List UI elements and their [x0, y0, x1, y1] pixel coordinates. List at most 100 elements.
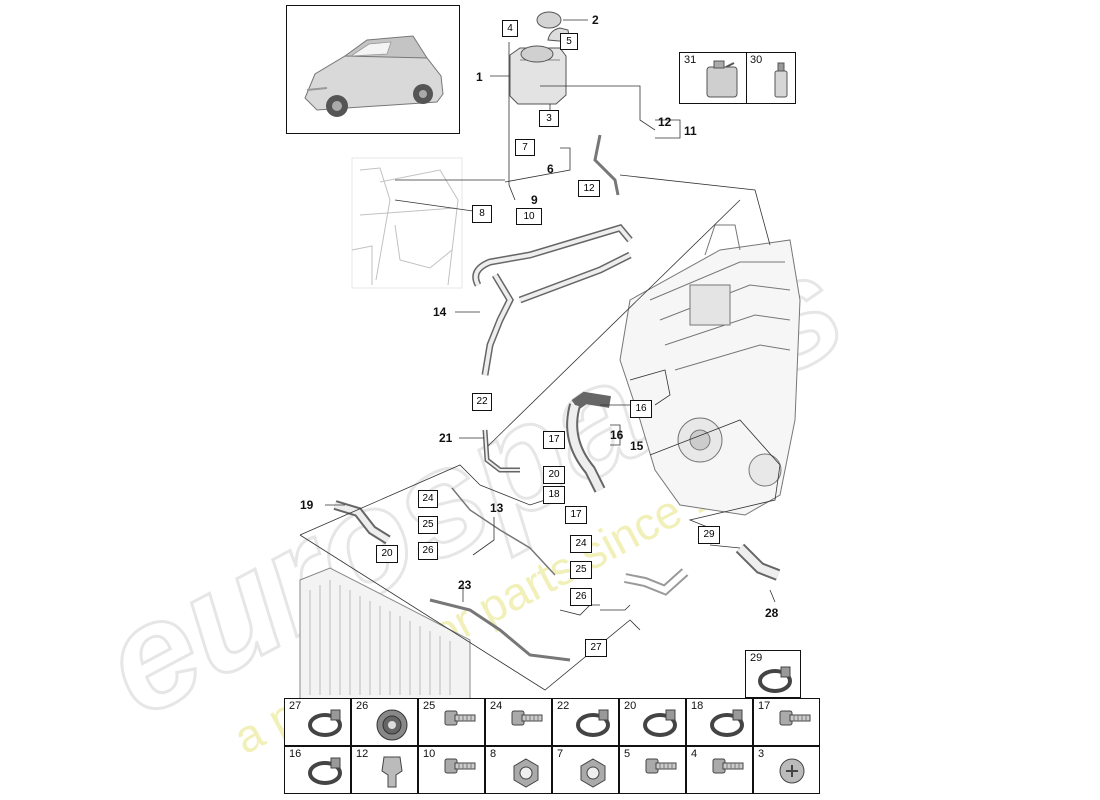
bolt-icon: [779, 710, 811, 726]
callout-13: 13: [490, 501, 504, 515]
boxed-callout-7[interactable]: 7: [515, 139, 535, 156]
part-number: 26: [356, 700, 369, 712]
boxed-callout-22[interactable]: 22: [472, 393, 492, 411]
part-number: 10: [423, 748, 436, 760]
part-cell-5[interactable]: 5: [619, 746, 686, 794]
boxed-callout-16[interactable]: 16: [630, 400, 652, 418]
part-cell-8[interactable]: 8: [485, 746, 552, 794]
boxed-callout-18[interactable]: 18: [543, 486, 565, 504]
part-cell-29[interactable]: 29: [745, 650, 801, 698]
part-cell-18[interactable]: 18: [686, 698, 753, 746]
part-cell-26[interactable]: 26: [351, 698, 418, 746]
fluid-bottle-icon: [774, 62, 788, 98]
coolant-hoses: [333, 134, 781, 662]
part-number: 4: [691, 748, 698, 760]
callout-19: 19: [300, 498, 314, 512]
part-number: 18: [691, 700, 704, 712]
part-number: 5: [624, 748, 631, 760]
boxed-callout-26b[interactable]: 26: [570, 588, 592, 606]
part-cell-27[interactable]: 27: [284, 698, 351, 746]
screw-icon: [779, 758, 805, 784]
boxed-callout-20a[interactable]: 20: [543, 466, 565, 484]
part-cell-4[interactable]: 4: [686, 746, 753, 794]
part-cell-17[interactable]: 17: [753, 698, 820, 746]
bolt-icon: [444, 758, 476, 774]
part-number: 22: [557, 700, 570, 712]
bolt-icon: [444, 710, 476, 726]
hose-clamp-icon: [643, 709, 677, 737]
part-cell-10[interactable]: 10: [418, 746, 485, 794]
boxed-callout-12[interactable]: 12: [578, 180, 600, 197]
boxed-callout-25a[interactable]: 25: [418, 516, 438, 534]
fluids-panel: 31 30: [679, 52, 796, 104]
part-number: 25: [423, 700, 436, 712]
part-cell-24[interactable]: 24: [485, 698, 552, 746]
expansion-tank-cap[interactable]: [536, 11, 562, 29]
radiator-support-illustration: [351, 157, 463, 289]
callout-15: 15: [630, 439, 644, 453]
item-number: 30: [750, 54, 763, 66]
bolt-icon: [511, 710, 543, 726]
boxed-callout-17b[interactable]: 17: [565, 506, 587, 524]
item-number: 31: [684, 54, 697, 66]
part-number: 29: [750, 652, 763, 664]
hose-clamp-icon: [758, 666, 792, 693]
hose-clamp-icon: [576, 709, 610, 737]
coolant-canister-icon: [706, 60, 738, 98]
part-number: 8: [490, 748, 497, 760]
boxed-callout-25b[interactable]: 25: [570, 561, 592, 579]
boxed-callout-29[interactable]: 29: [698, 526, 720, 544]
engine-illustration: [619, 224, 801, 516]
part-cell-25[interactable]: 25: [418, 698, 485, 746]
boxed-callout-5[interactable]: 5: [560, 33, 578, 50]
part-number: 3: [758, 748, 765, 760]
boxed-callout-24b[interactable]: 24: [570, 535, 592, 553]
fluid-item-31[interactable]: 31: [680, 53, 747, 103]
boxed-callout-4[interactable]: 4: [502, 20, 518, 37]
part-number: 16: [289, 748, 302, 760]
callout-9: 9: [531, 193, 538, 207]
part-number: 24: [490, 700, 503, 712]
boxed-callout-17a[interactable]: 17: [543, 431, 565, 449]
part-cell-3[interactable]: 3: [753, 746, 820, 794]
callout-2: 2: [592, 13, 599, 27]
boxed-callout-27[interactable]: 27: [585, 639, 607, 657]
callout-23: 23: [458, 578, 472, 592]
callout-16: 16: [610, 428, 624, 442]
callout-28: 28: [765, 606, 779, 620]
part-number: 27: [289, 700, 302, 712]
part-cell-12[interactable]: 12: [351, 746, 418, 794]
part-cell-16[interactable]: 16: [284, 746, 351, 794]
boxed-callout-20b[interactable]: 20: [376, 545, 398, 563]
expansion-tank[interactable]: [509, 27, 571, 105]
boxed-callout-3[interactable]: 3: [539, 110, 559, 127]
part-number: 17: [758, 700, 771, 712]
bolt-icon: [712, 758, 744, 774]
hose-clamp-icon: [710, 709, 744, 737]
nut-icon: [513, 758, 539, 788]
radiator-illustration: [299, 567, 471, 701]
clip-icon: [381, 756, 403, 788]
callout-14: 14: [433, 305, 447, 319]
callout-21: 21: [439, 431, 453, 445]
boxed-callout-8[interactable]: 8: [472, 205, 492, 223]
part-cell-7[interactable]: 7: [552, 746, 619, 794]
grommet-icon: [376, 709, 408, 741]
callout-6: 6: [547, 162, 554, 176]
boxed-callout-24a[interactable]: 24: [418, 490, 438, 508]
part-number: 7: [557, 748, 564, 760]
callout-1: 1: [476, 70, 483, 84]
boxed-callout-10[interactable]: 10: [516, 208, 542, 225]
bolt-icon: [645, 758, 677, 774]
part-number: 20: [624, 700, 637, 712]
part-cell-22[interactable]: 22: [552, 698, 619, 746]
part-cell-20[interactable]: 20: [619, 698, 686, 746]
vehicle-panel: [286, 5, 460, 134]
part-number: 12: [356, 748, 369, 760]
car-suv-icon: [304, 35, 444, 117]
boxed-callout-26a[interactable]: 26: [418, 542, 438, 560]
fluid-item-30[interactable]: 30: [746, 53, 795, 103]
callout-11: 11: [684, 124, 697, 138]
leader-lines: [299, 19, 781, 691]
